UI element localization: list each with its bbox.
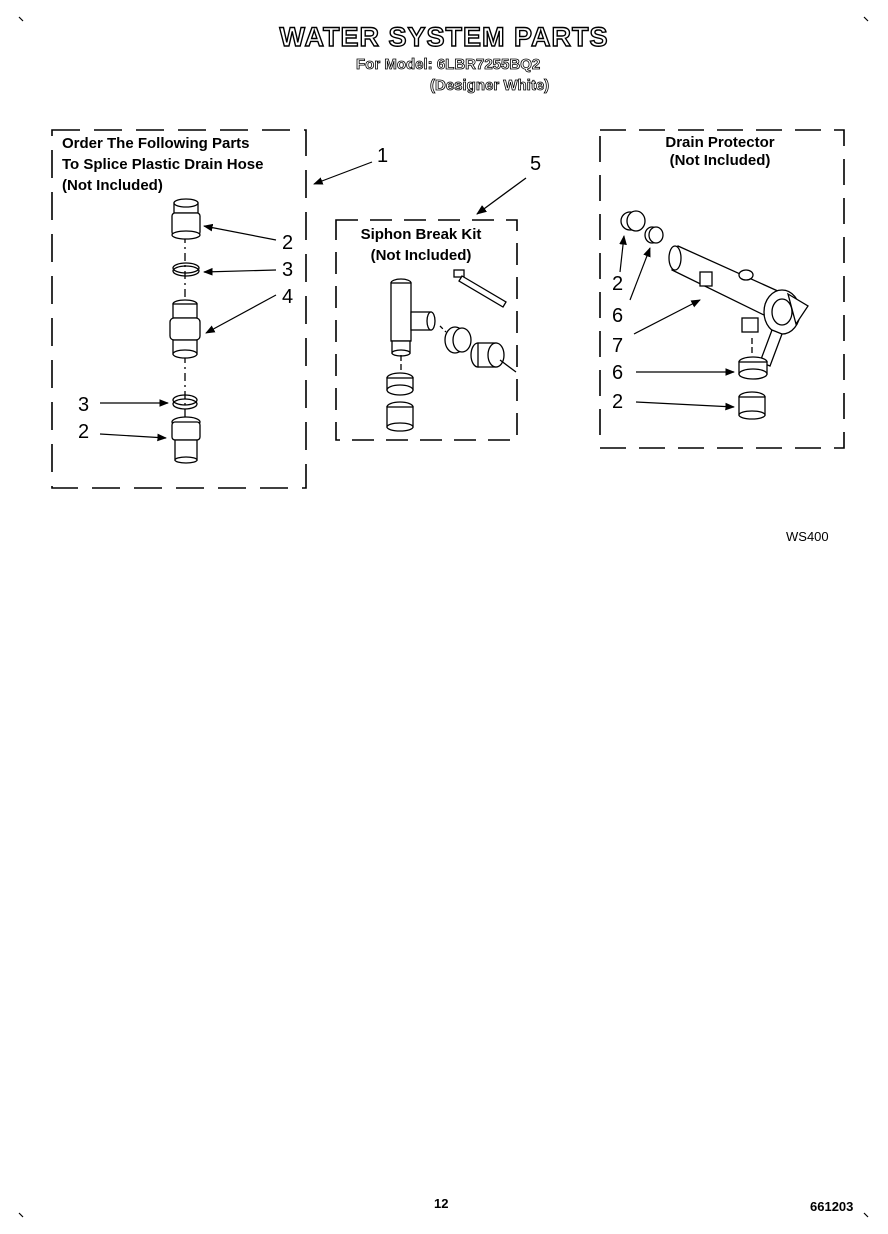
connector-part: [169, 299, 201, 359]
upper-coupling-part: [171, 198, 201, 240]
callout-splice-lower-coupling: 2: [78, 421, 90, 443]
callout-drain-protector: 7: [612, 335, 624, 357]
siphon-nut-part: [444, 326, 472, 354]
upper-clamp-part: [172, 262, 200, 277]
splice-label-line2: To Splice Plastic Drain Hose: [62, 156, 264, 173]
callout-splice-connector: 4: [282, 286, 294, 308]
callout-drain-top-coupling: 2: [612, 273, 624, 295]
registration-marks: [18, 16, 869, 1218]
model-variant: (Designer White): [430, 77, 550, 95]
splice-label-line3: (Not Included): [62, 177, 163, 194]
siphon-lower-nut-part: [386, 372, 414, 396]
siphon-tee-part: [390, 278, 436, 357]
splice-group-label: Order The Following Parts To Splice Plas…: [62, 133, 263, 196]
drain-label-line1: Drain Protector: [665, 134, 775, 151]
cable-tie-part: [453, 269, 507, 308]
drain-group-box: [599, 129, 845, 449]
page-number: 12: [434, 1196, 449, 1211]
document-code: 661203: [810, 1199, 854, 1214]
drain-bottom-nut-part: [738, 356, 768, 380]
siphon-group-box: [335, 219, 518, 441]
drain-parts: [620, 210, 809, 420]
siphon-parts: [386, 177, 527, 432]
lower-coupling-part: [171, 416, 201, 464]
drain-group-label: Drain Protector (Not Included): [620, 134, 820, 170]
drain-top-coupling-part: [620, 210, 646, 232]
splice-group-box: [51, 129, 307, 489]
callout-drain-top-nut: 6: [612, 305, 624, 327]
splice-parts: [169, 198, 201, 464]
callout-drain-bottom-coupling: 2: [612, 391, 624, 413]
page-title: WATER SYSTEM PARTS: [279, 21, 609, 52]
model-number: For Model: 6LBR7255BQ2: [356, 56, 541, 74]
callout-splice-group: 1: [377, 145, 389, 167]
lower-clamp-part: [172, 394, 198, 410]
callout-splice-upper-clamp: 3: [282, 259, 294, 281]
callout-siphon-kit: 5: [530, 153, 542, 175]
callout-splice-upper-coupling: 2: [282, 232, 294, 254]
siphon-lower-coupling-part: [386, 401, 414, 432]
drain-label-line2: (Not Included): [669, 152, 771, 169]
siphon-group-label: Siphon Break Kit (Not Included): [336, 224, 506, 266]
callout-splice-lower-clamp: 3: [78, 394, 90, 416]
siphon-adapter-part: [470, 342, 517, 373]
siphon-label-line2: (Not Included): [370, 247, 472, 264]
callout-drain-bottom-nut: 6: [612, 362, 624, 384]
splice-label-line1: Order The Following Parts: [62, 135, 250, 152]
drain-bottom-coupling-part: [738, 391, 766, 420]
siphon-label-line1: Siphon Break Kit: [360, 226, 482, 243]
drain-protector-body-part: [668, 245, 809, 367]
drain-top-nut-part: [644, 226, 664, 244]
figure-code: WS400: [786, 529, 829, 544]
